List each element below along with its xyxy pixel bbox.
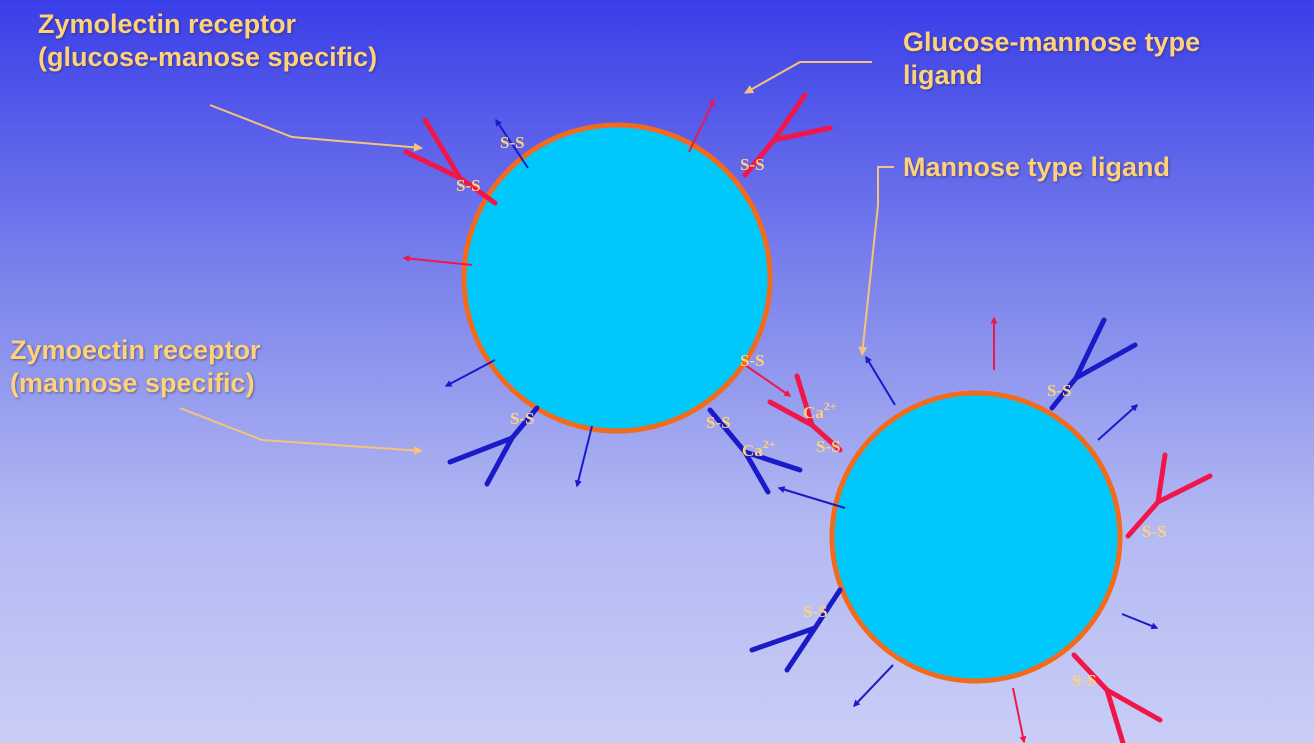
callout-glucose-mannose-ligand: [745, 62, 872, 93]
label-glucose-mannose-ligand: Glucose-mannose type ligand: [903, 26, 1200, 92]
callout-zymoectin: [180, 408, 422, 451]
bond-label: S-S: [706, 413, 731, 432]
bond-label: S-S: [500, 133, 525, 152]
ligand-arrow: [446, 360, 495, 386]
bond-label: S-S: [1072, 671, 1097, 690]
ligand-arrow: [854, 665, 893, 706]
cell-1: [464, 125, 770, 431]
ligand-arrow: [1098, 405, 1137, 440]
bond-label: S-S: [1047, 381, 1072, 400]
ligand-arrow: [1122, 614, 1157, 628]
bond-label: S-S: [1142, 522, 1167, 541]
label-zymolectin-receptor: Zymolectin receptor (glucose-manose spec…: [38, 8, 377, 74]
callout-mannose-ligand: [862, 167, 894, 355]
bond-label: S-S: [510, 409, 535, 428]
ligand-arrow: [404, 258, 472, 265]
calcium-label: Ca2+: [742, 437, 776, 460]
zymolectin-receptor-1: [406, 120, 495, 203]
zymolectin-receptor-3: [1128, 455, 1210, 536]
ligand-arrow: [1013, 688, 1024, 742]
ligand-arrow: [689, 100, 714, 152]
bond-label: S-S: [456, 176, 481, 195]
label-zymoectin-receptor: Zymoectin receptor (mannose specific): [10, 334, 261, 400]
zymolectin-receptor-4: [1074, 655, 1160, 743]
bond-label: S-S: [740, 351, 765, 370]
bond-label: S-S: [816, 437, 841, 456]
label-mannose-ligand: Mannose type ligand: [903, 151, 1170, 184]
calcium-label: Ca2+: [803, 399, 837, 422]
ligand-arrow: [866, 357, 895, 405]
bond-label: S-S: [740, 155, 765, 174]
bond-label: S-S: [803, 602, 828, 621]
callout-zymolectin: [210, 105, 422, 148]
ligand-arrow: [577, 426, 592, 486]
cell-2: [832, 393, 1120, 681]
